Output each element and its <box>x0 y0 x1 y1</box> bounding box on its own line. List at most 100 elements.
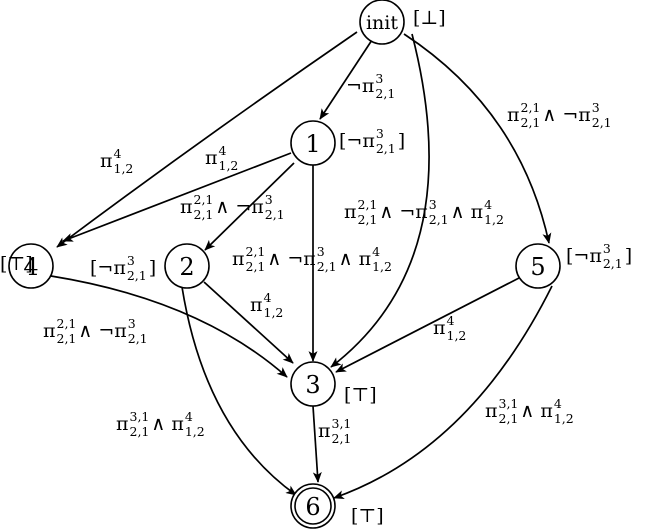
svg-text:∧ π: ∧ π <box>151 413 183 435</box>
svg-text:2,1: 2,1 <box>429 212 449 227</box>
svg-text:2,1: 2,1 <box>246 244 266 259</box>
svg-text:1,2: 1,2 <box>372 259 392 274</box>
svg-text:π: π <box>205 147 218 169</box>
svg-text:2,1: 2,1 <box>130 424 150 439</box>
svg-text:1,2: 1,2 <box>264 305 284 320</box>
svg-text:1,2: 1,2 <box>114 161 134 176</box>
state-n5: 5 <box>515 243 561 289</box>
svg-text:2,1: 2,1 <box>128 331 148 346</box>
state-init: init <box>359 0 405 45</box>
svg-text:3: 3 <box>592 100 600 115</box>
edges-layer <box>50 31 553 499</box>
svg-text:4: 4 <box>372 244 380 259</box>
svg-text:4: 4 <box>185 409 193 424</box>
svg-text:2,1: 2,1 <box>521 100 541 115</box>
state-label: 4 <box>23 253 38 281</box>
edge-n5-to-n6 <box>333 285 553 499</box>
edge-arrow <box>56 31 358 248</box>
state-annotation-n6: [⊤] <box>351 505 384 527</box>
svg-text:2,1: 2,1 <box>317 259 337 274</box>
svg-text:[⊤]: [⊤] <box>351 505 384 527</box>
svg-text:2,1: 2,1 <box>246 259 266 274</box>
svg-text:¬π: ¬π <box>346 75 374 97</box>
svg-text:1,2: 1,2 <box>554 411 574 426</box>
edge-n2-to-n6 <box>181 286 297 496</box>
state-label: init <box>366 12 398 34</box>
state-n4: 4 <box>8 243 54 289</box>
svg-text:π: π <box>250 294 263 316</box>
svg-text:[¬π: [¬π <box>339 130 375 152</box>
svg-text:[⊤]: [⊤] <box>0 253 33 275</box>
state-n2: 2 <box>164 243 210 289</box>
nodes-layer: init 1 2 3 4 5 6 <box>8 0 561 529</box>
svg-text:[¬π: [¬π <box>566 245 602 267</box>
state-label: 6 <box>305 493 320 521</box>
svg-text:2,1: 2,1 <box>332 431 352 446</box>
edge-n4-to-n3 <box>50 275 288 378</box>
state-annotation-init: [⊥] <box>413 7 446 29</box>
svg-text:2,1: 2,1 <box>592 115 612 130</box>
svg-text:π: π <box>232 248 245 270</box>
svg-text:3: 3 <box>375 71 383 86</box>
svg-text:2,1: 2,1 <box>265 207 285 222</box>
svg-text:π: π <box>344 201 357 223</box>
svg-text:4: 4 <box>264 290 272 305</box>
edge-n5-to-n3 <box>335 277 520 373</box>
state-circle <box>359 0 405 45</box>
edge-init-to-n3 <box>330 33 430 368</box>
svg-text:1,2: 1,2 <box>219 158 239 173</box>
svg-text:2,1: 2,1 <box>57 331 77 346</box>
state-label: 2 <box>179 253 194 281</box>
svg-text:1,2: 1,2 <box>484 212 504 227</box>
state-label: 5 <box>530 253 545 281</box>
svg-text:2,1: 2,1 <box>375 86 395 101</box>
svg-text:π: π <box>180 196 193 218</box>
svg-text:]: ] <box>398 130 405 152</box>
svg-text:2,1: 2,1 <box>376 141 396 156</box>
svg-text:3: 3 <box>429 197 437 212</box>
svg-text:4: 4 <box>554 396 562 411</box>
edge-arrow <box>50 275 288 378</box>
svg-text:4: 4 <box>219 143 227 158</box>
edge-arrow <box>330 33 430 368</box>
state-n1: 1 <box>290 120 336 166</box>
svg-text:2,1: 2,1 <box>127 268 147 283</box>
svg-text:3: 3 <box>317 244 325 259</box>
svg-text:4: 4 <box>114 146 122 161</box>
state-annotation-n4: [⊤] <box>0 253 33 275</box>
svg-text:π: π <box>433 317 446 339</box>
svg-text:[⊤]: [⊤] <box>344 384 377 406</box>
edge-arrow <box>312 405 322 483</box>
state-circle <box>515 243 561 289</box>
state-circle <box>290 361 336 407</box>
svg-text:∧ π: ∧ π <box>339 248 371 270</box>
svg-text:π: π <box>507 104 520 126</box>
edge-init-to-n5 <box>403 33 552 244</box>
svg-text:3: 3 <box>376 126 384 141</box>
edge-arrow <box>203 281 294 364</box>
svg-text:2,1: 2,1 <box>57 316 77 331</box>
svg-text:4: 4 <box>484 197 492 212</box>
svg-text:3,1: 3,1 <box>499 396 519 411</box>
svg-text:4: 4 <box>447 313 455 328</box>
svg-text:π: π <box>485 400 498 422</box>
svg-text:∧ ¬π: ∧ ¬π <box>215 196 263 218</box>
svg-text:3: 3 <box>128 316 136 331</box>
svg-text:]: ] <box>149 257 156 279</box>
state-circle <box>290 120 336 166</box>
edge-n2-to-n3 <box>203 281 294 364</box>
